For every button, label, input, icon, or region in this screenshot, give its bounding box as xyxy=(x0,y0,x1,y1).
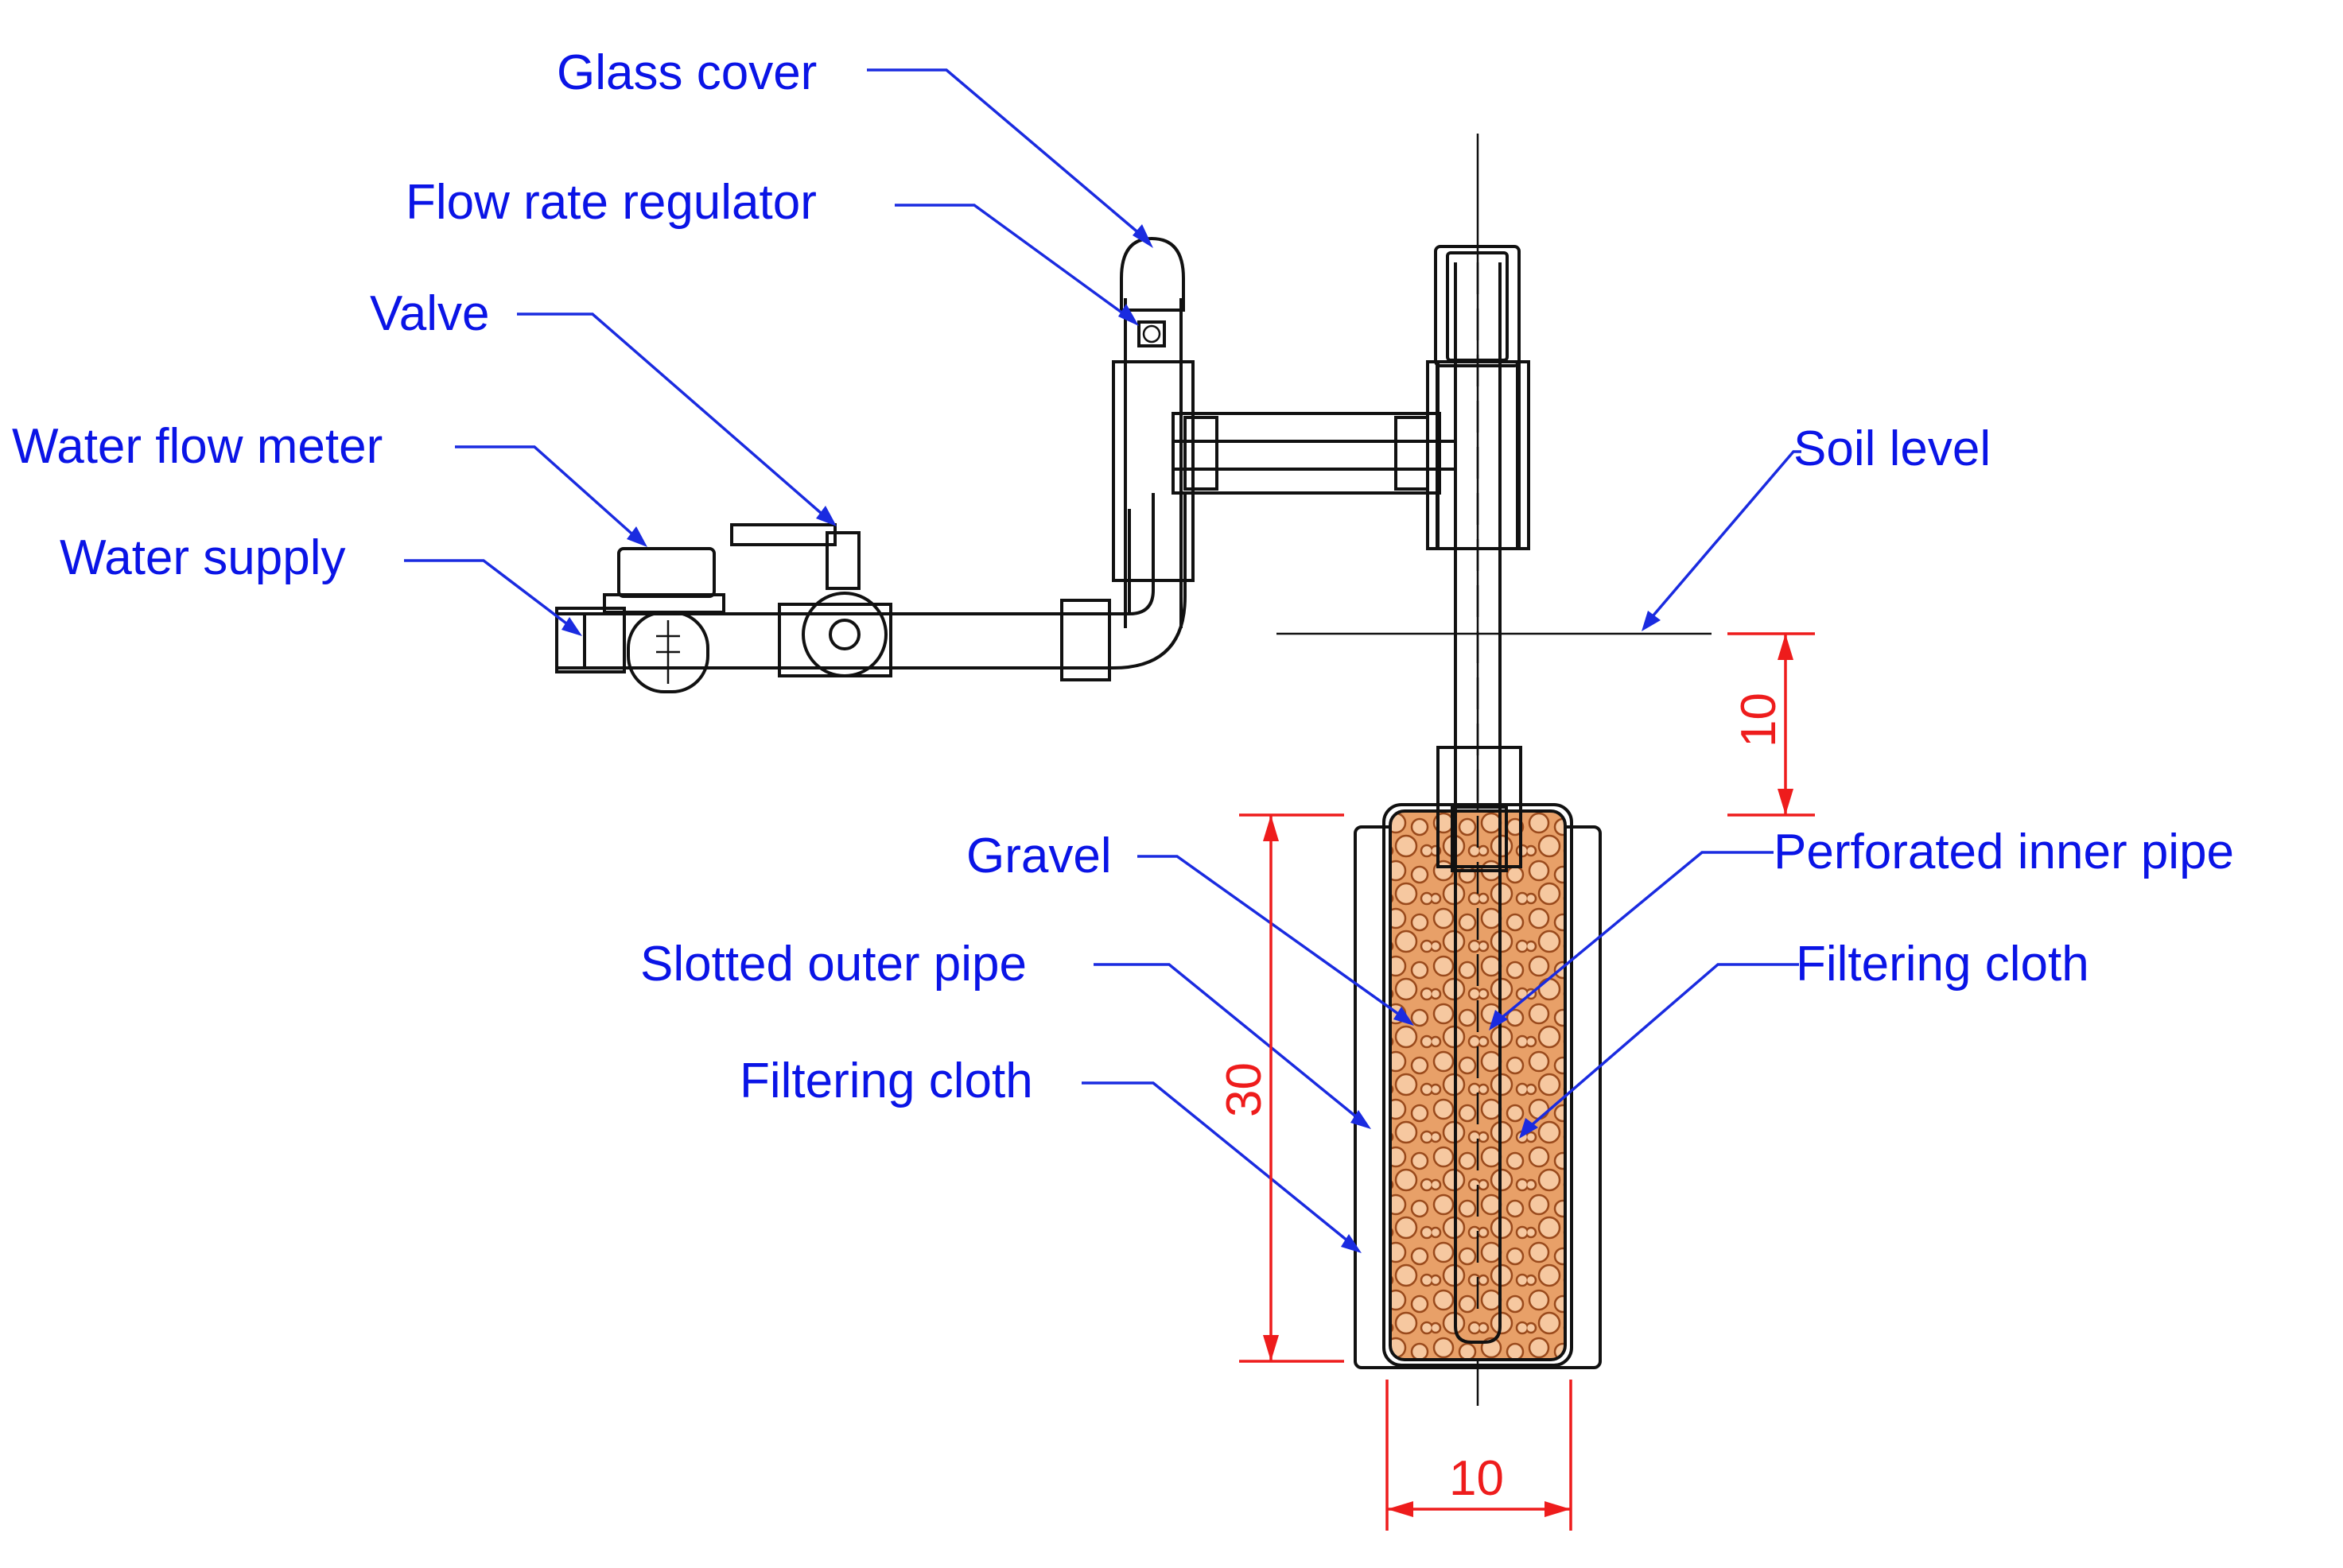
label-slotted-outer-pipe: Slotted outer pipe xyxy=(640,937,1027,992)
supply-pipe xyxy=(557,493,1187,681)
dimension-depth xyxy=(1727,632,1815,817)
glass-cover xyxy=(1120,236,1185,312)
label-water-flow-meter: Water flow meter xyxy=(12,419,383,474)
label-flow-rate-regulator: Flow rate regulator xyxy=(406,175,817,230)
label-water-supply: Water supply xyxy=(60,530,346,585)
dimension-label-depth: 10 xyxy=(1731,693,1786,747)
dimension-width xyxy=(1385,1380,1572,1531)
filtering-cloth-inner xyxy=(1389,809,1567,1361)
chamber-top-fitting xyxy=(1436,746,1522,868)
label-soil-level: Soil level xyxy=(1793,421,1991,476)
tee-connector xyxy=(1172,412,1455,495)
label-filtering-cloth-right: Filtering cloth xyxy=(1796,937,2089,992)
chamber-sleeve xyxy=(1451,805,1508,872)
valve-body xyxy=(730,523,888,677)
dimension-height xyxy=(1239,813,1344,1363)
label-perforated-inner-pipe: Perforated inner pipe xyxy=(1774,825,2234,879)
leader-lines xyxy=(404,68,1801,1253)
flow-rate-regulator xyxy=(1137,320,1166,347)
perforated-inner-pipe xyxy=(1454,262,1502,1344)
water-flow-meter-body xyxy=(603,547,725,693)
label-valve: Valve xyxy=(370,286,490,341)
dimension-label-width: 10 xyxy=(1449,1451,1504,1506)
equipment xyxy=(555,134,1712,1406)
dimension-label-height: 30 xyxy=(1217,1062,1272,1117)
water-supply-inlet xyxy=(555,607,626,673)
gravel-fill xyxy=(1390,811,1565,1360)
gravel-chamber xyxy=(1354,746,1602,1369)
label-filtering-cloth-left: Filtering cloth xyxy=(740,1054,1033,1108)
label-glass-cover: Glass cover xyxy=(557,45,817,100)
label-gravel: Gravel xyxy=(966,829,1112,883)
filtering-cloth-outer xyxy=(1382,803,1573,1367)
